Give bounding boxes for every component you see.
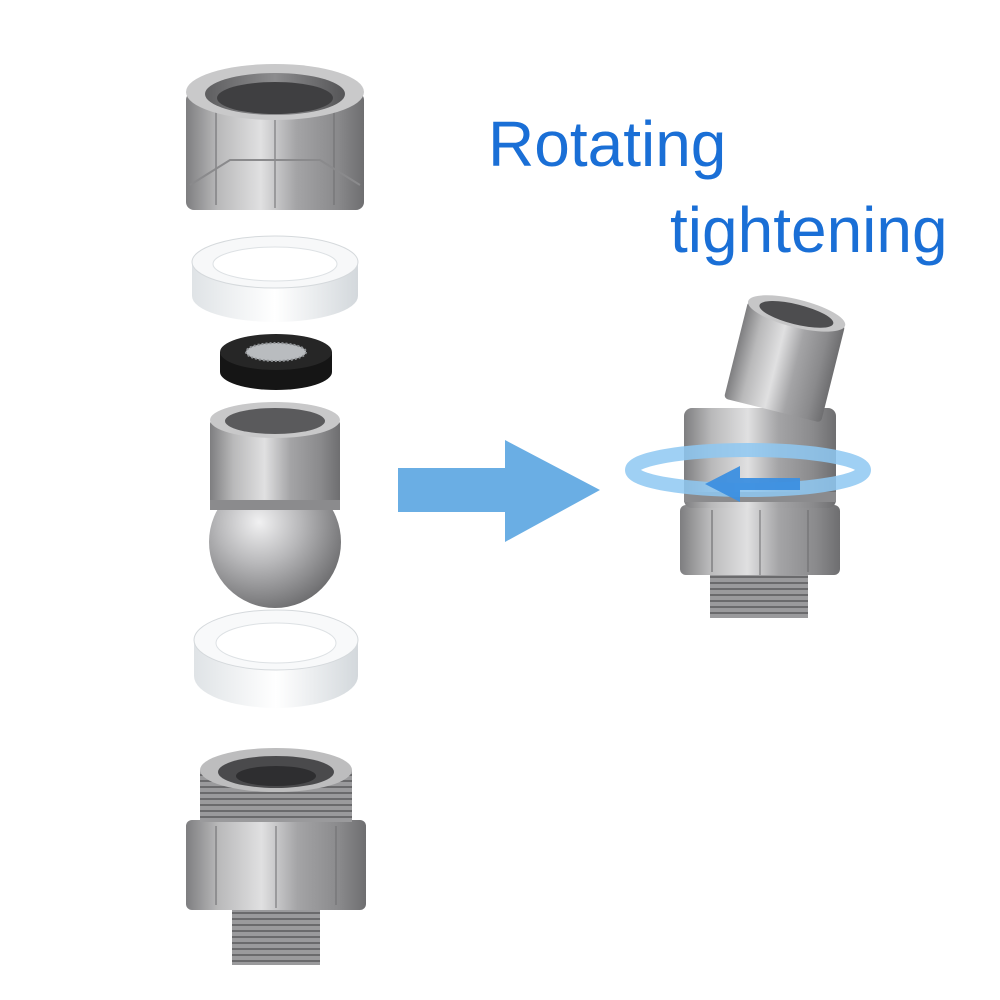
right-arrow-icon [398,440,600,542]
white-ring-washer-icon [193,609,359,708]
caption-rotating: Rotating [488,108,727,180]
hex-nut-icon [186,64,364,210]
black-gasket-filter-icon [220,334,332,390]
white-ring-washer-icon [191,235,359,322]
caption-tightening: tightening [670,194,948,266]
ball-joint-icon [209,402,341,608]
threaded-base-icon [186,748,366,965]
rotation-arrow-icon [625,443,871,502]
